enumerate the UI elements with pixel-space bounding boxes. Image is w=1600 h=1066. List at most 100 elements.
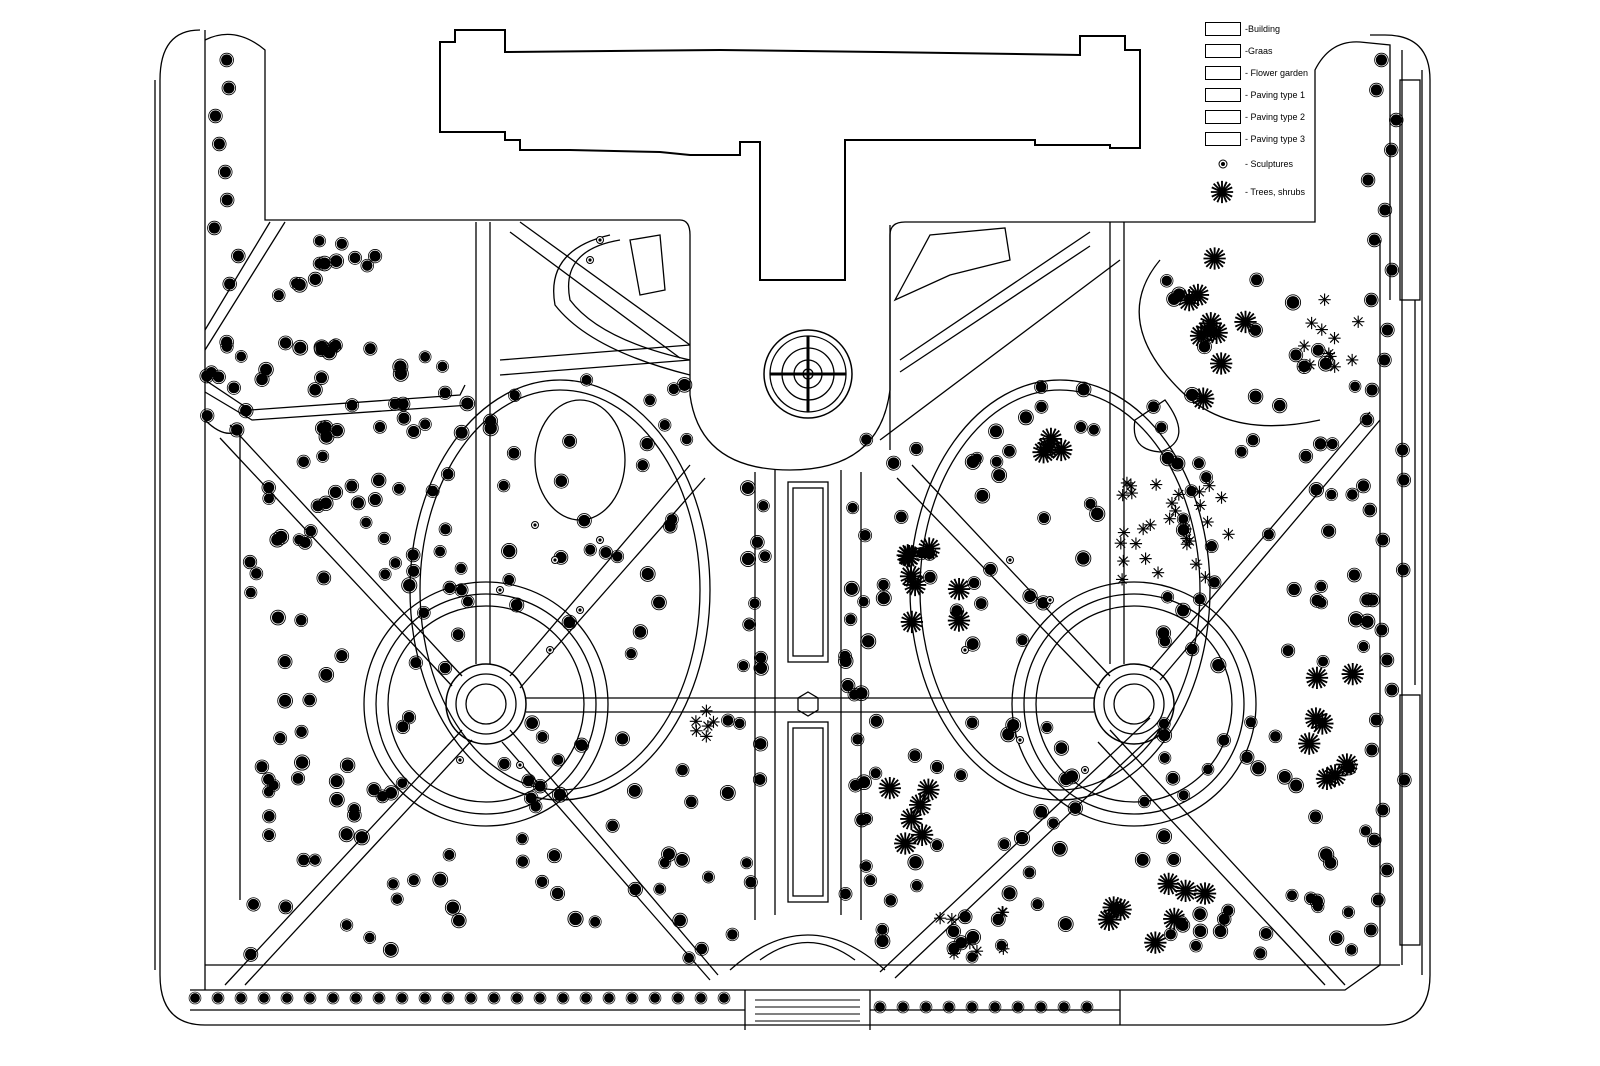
tree [345,398,360,413]
shrub [1162,906,1187,932]
tree [1262,527,1276,542]
tree [964,929,981,946]
tree [418,350,432,364]
tree [246,897,261,912]
shrub [1115,572,1129,587]
tree [758,549,772,563]
tree [277,654,293,670]
tree [308,853,322,867]
tree [262,809,277,824]
building [439,29,1141,281]
tree [562,433,577,449]
tree [702,870,715,884]
tree [859,432,874,447]
shrub [1031,440,1056,465]
tree [1201,762,1215,776]
tree [1046,816,1060,830]
shrub [1191,386,1216,411]
tree [1315,596,1329,610]
tree [231,248,246,264]
tree [401,710,417,725]
tree [743,875,758,890]
tree [954,768,968,782]
tree [1074,420,1088,434]
tree [1192,456,1206,470]
tree [1325,488,1338,502]
tree [1005,717,1022,734]
tree [639,436,655,452]
tree [1161,590,1175,604]
tree [574,737,590,753]
tree [1272,398,1288,414]
right-roundabout [1093,663,1175,745]
tree [1377,352,1392,368]
tree [721,713,735,728]
tree [1311,342,1326,358]
tree [737,659,750,673]
tree [1360,172,1376,188]
tree [907,748,923,763]
tree [675,763,690,778]
tree [753,650,768,665]
shrub [699,729,714,744]
shrub [910,822,935,847]
tree [1379,862,1395,878]
tree [328,484,344,500]
shrub [1192,881,1218,906]
tree [1314,579,1328,593]
tree [717,991,731,1005]
tree [386,877,400,891]
tree [1184,386,1201,403]
tree [919,1000,933,1014]
central-allee [754,470,862,920]
tree [1216,733,1231,748]
tree [843,580,860,597]
tree [338,826,355,843]
tree [377,531,391,545]
tree [896,1000,910,1014]
tree [303,524,318,538]
tree [1359,592,1375,608]
tree [1217,912,1232,927]
tree [894,509,909,524]
tree [860,812,873,826]
sculpture-dot [1083,768,1087,772]
tree [296,454,311,469]
tree [857,595,870,608]
shrub [946,577,972,602]
shrub [1221,527,1236,541]
tree [1359,824,1372,838]
sculpture-dot [518,763,522,767]
tree [501,543,518,560]
tree [454,583,469,598]
tree [672,912,688,929]
tree [990,455,1004,469]
tree [626,783,643,799]
tree [550,885,566,901]
tree [742,617,757,632]
tree [349,991,363,1005]
tree [909,442,924,456]
tree [340,918,354,932]
tree-icon [1205,179,1241,205]
tree [658,418,672,432]
tree [383,785,399,801]
tree [303,991,317,1005]
shrub [1214,490,1229,505]
tree [1156,727,1173,743]
shrub [898,564,924,589]
sculpture-dot [1018,738,1022,742]
tree [1166,852,1182,867]
tree [1134,852,1151,868]
tree [838,886,853,901]
grass-swatch-icon [1205,44,1241,58]
shrub [933,911,947,925]
tree [1285,888,1299,902]
tree [273,731,288,746]
tree [453,424,470,441]
tree [382,941,399,958]
tree [234,350,248,363]
tree [875,590,892,607]
tree [625,991,639,1005]
